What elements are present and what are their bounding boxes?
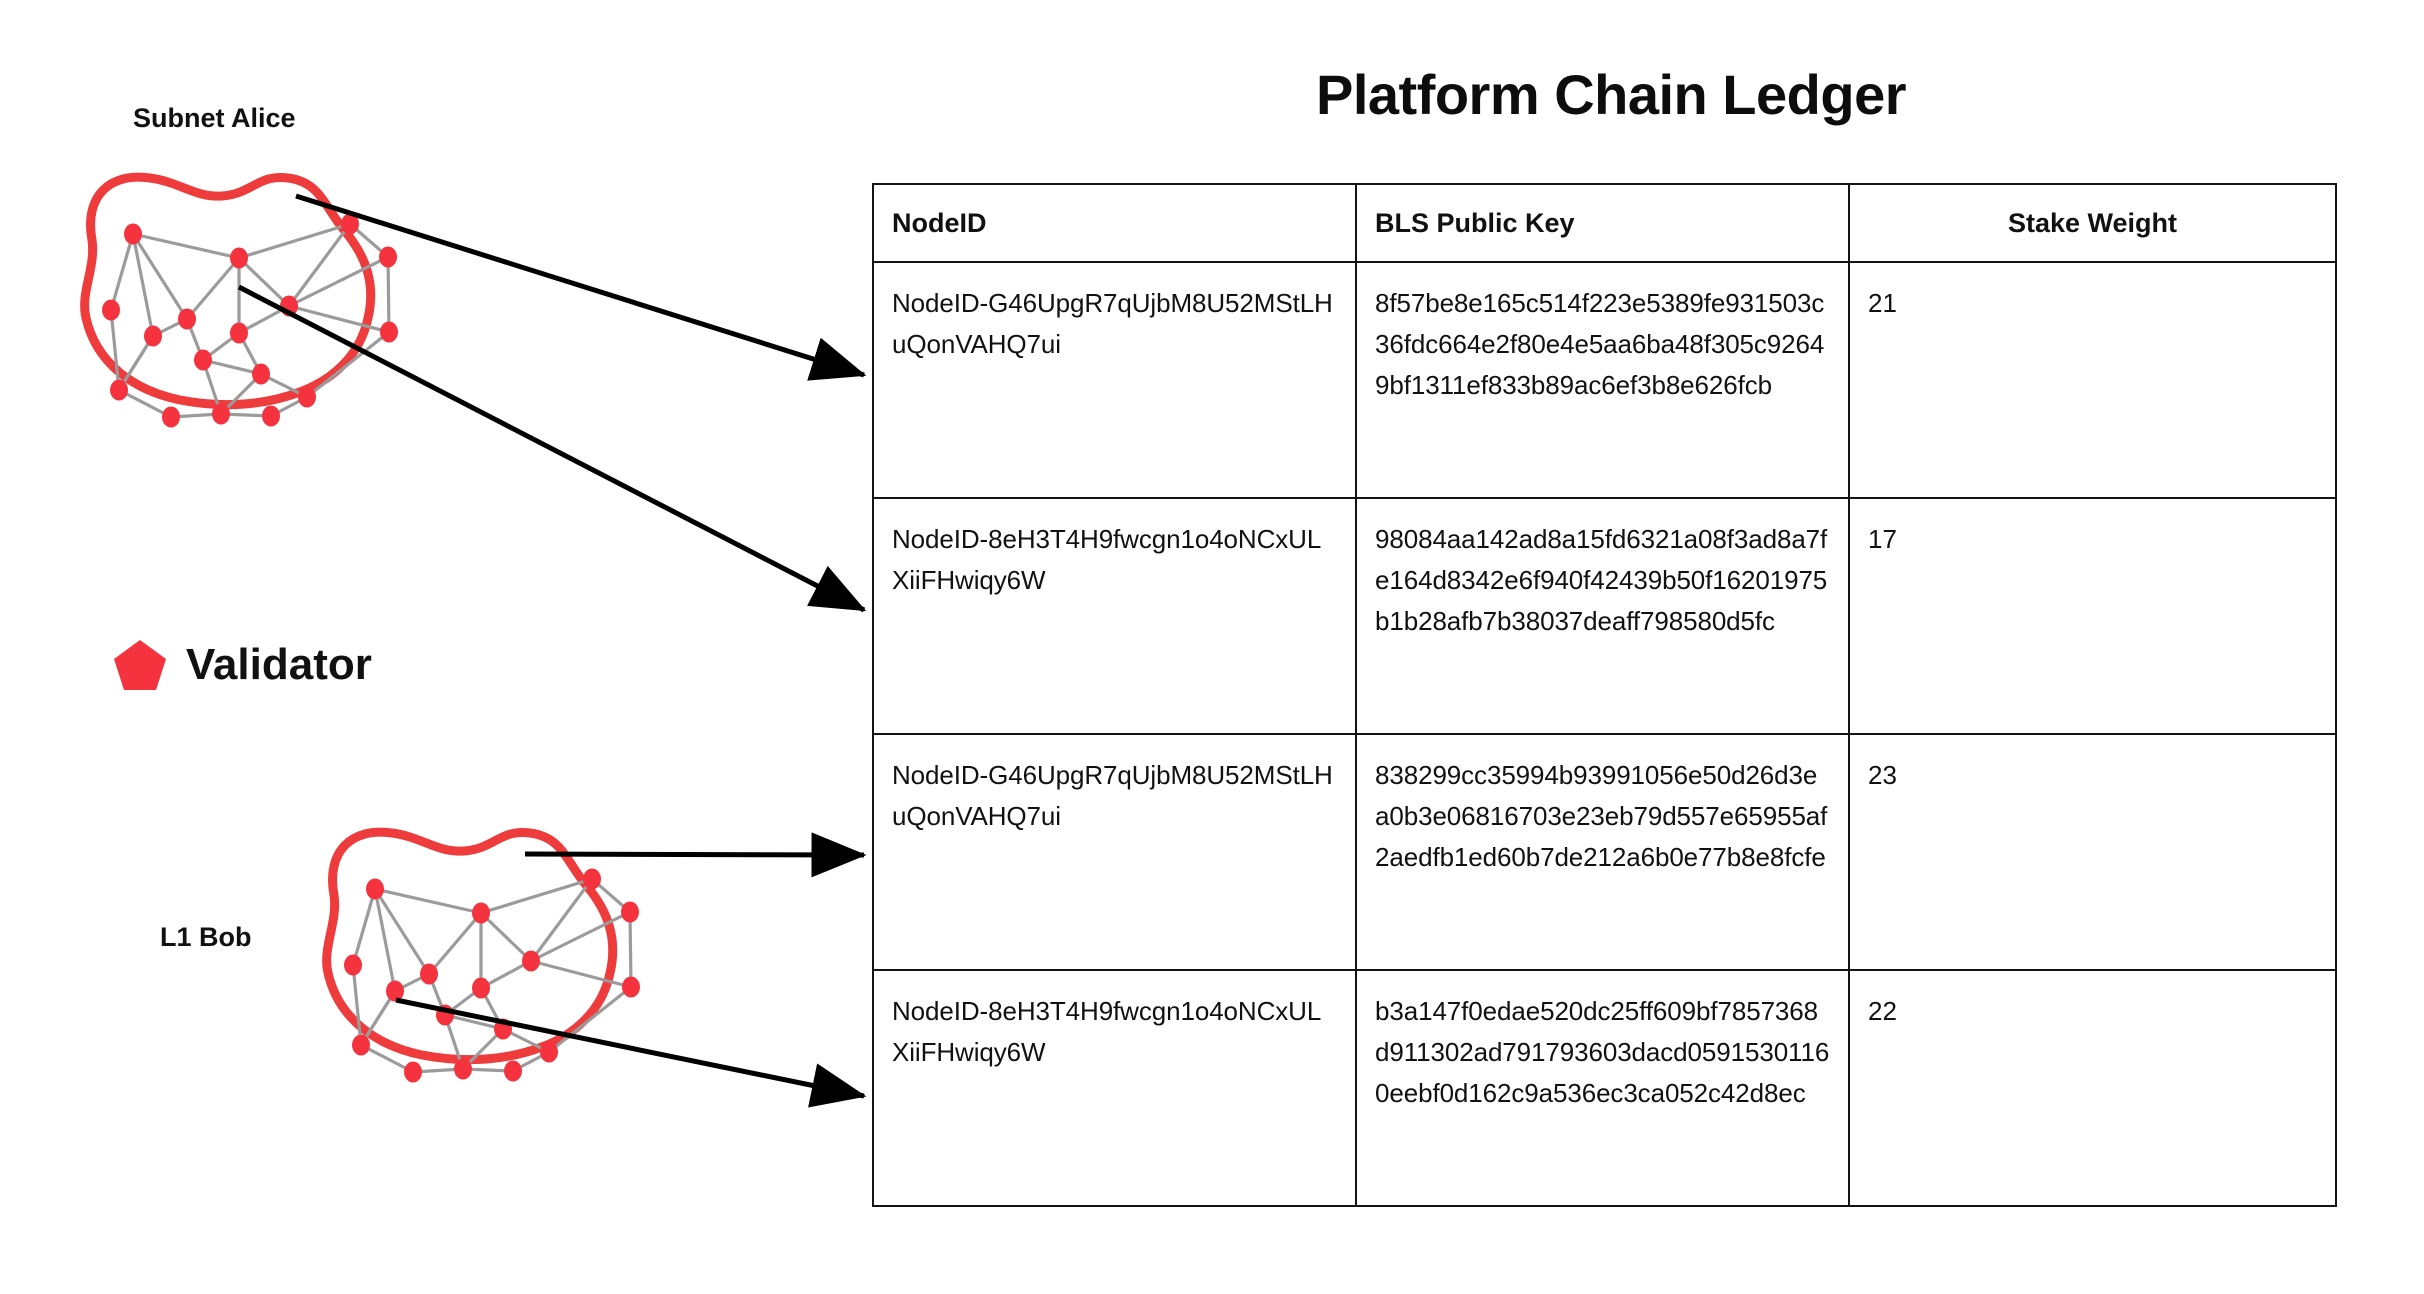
table-row: NodeID-G46UpgR7qUjbM8U52MStLHuQonVAHQ7ui… xyxy=(872,261,2337,499)
legend-validator: Validator xyxy=(112,638,372,692)
cluster-l1-bob xyxy=(322,827,642,1085)
arrow-bob-to-row3 xyxy=(524,832,867,878)
table-row: NodeID-8eH3T4H9fwcgn1o4oNCxULXiiFHwiqy6W… xyxy=(872,497,2337,735)
arrow-alice-to-row2 xyxy=(237,284,867,613)
column-header-nodeid: NodeID xyxy=(872,183,1357,263)
cluster-label-l1-bob: L1 Bob xyxy=(160,922,252,952)
pentagon-icon xyxy=(114,640,166,690)
column-header-bls-public-key: BLS Public Key xyxy=(1355,183,1850,263)
cell-nodeid: NodeID-8eH3T4H9fwcgn1o4oNCxULXiiFHwiqy6W xyxy=(872,969,1357,1207)
table-header-row: NodeID BLS Public Key Stake Weight xyxy=(872,183,2337,263)
page-title: Platform Chain Ledger xyxy=(1315,63,1907,126)
cell-stake-weight: 17 xyxy=(1848,497,2337,735)
table-row: NodeID-8eH3T4H9fwcgn1o4oNCxULXiiFHwiqy6W… xyxy=(872,969,2337,1207)
cluster-subnet-alice xyxy=(80,172,400,430)
cell-stake-weight: 23 xyxy=(1848,733,2337,971)
legend-label: Validator xyxy=(186,640,372,689)
cell-stake-weight: 21 xyxy=(1848,261,2337,499)
cluster-label-subnet-alice: Subnet Alice xyxy=(133,103,296,133)
cell-nodeid: NodeID-G46UpgR7qUjbM8U52MStLHuQonVAHQ7ui xyxy=(872,261,1357,499)
column-header-stake-weight: Stake Weight xyxy=(1848,183,2337,263)
l1-bob-boundary xyxy=(322,827,618,1065)
subnet-alice-boundary xyxy=(80,172,376,410)
cell-bls-key: 838299cc35994b93991056e50d26d3ea0b3e0681… xyxy=(1355,733,1850,971)
table-row: NodeID-G46UpgR7qUjbM8U52MStLHuQonVAHQ7ui… xyxy=(872,733,2337,971)
cell-nodeid: NodeID-G46UpgR7qUjbM8U52MStLHuQonVAHQ7ui xyxy=(872,733,1357,971)
platform-chain-ledger-table: NodeID BLS Public Key Stake Weight NodeI… xyxy=(872,183,2337,1207)
cell-bls-key: 8f57be8e165c514f223e5389fe931503c36fdc66… xyxy=(1355,261,1850,499)
arrow-bob-to-row4 xyxy=(395,997,867,1108)
cell-nodeid: NodeID-8eH3T4H9fwcgn1o4oNCxULXiiFHwiqy6W xyxy=(872,497,1357,735)
cell-stake-weight: 22 xyxy=(1848,969,2337,1207)
cell-bls-key: b3a147f0edae520dc25ff609bf7857368d911302… xyxy=(1355,969,1850,1207)
cell-bls-key: 98084aa142ad8a15fd6321a08f3ad8a7fe164d83… xyxy=(1355,497,1850,735)
arrow-alice-to-row1 xyxy=(295,193,867,381)
